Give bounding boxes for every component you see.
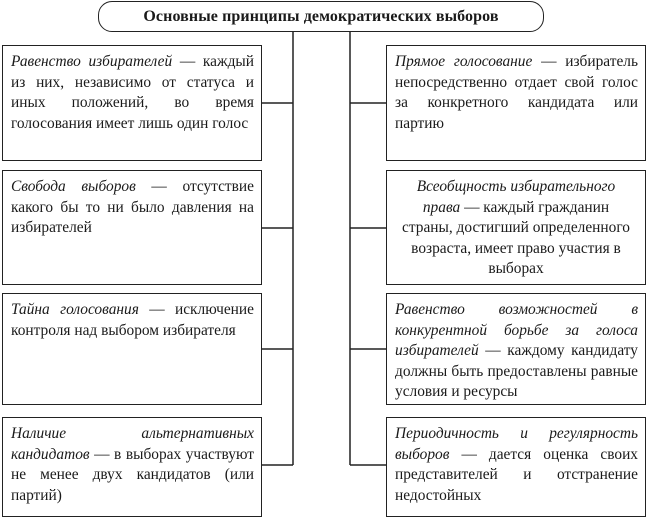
principle-description: — исключение контроля над выбором избира…: [11, 301, 254, 339]
principle-term: Равенство возможностей в конкурентной бо…: [395, 301, 638, 359]
principle-equality-of-voters: Равенство избирателей — каждый из них, н…: [2, 45, 262, 161]
principle-direct-voting: Прямое голосование — избиратель непосред…: [386, 45, 646, 161]
principle-description: — отсутствие какого бы то ни было давлен…: [11, 178, 254, 236]
principle-term: Прямое голосование: [395, 53, 533, 70]
principle-term: Свобода выборов: [11, 178, 136, 195]
diagram-title: Основные принципы демократических выборо…: [98, 1, 544, 32]
principle-equal-opportunities: Равенство возможностей в конкурентной бо…: [386, 293, 646, 405]
principle-alternative-candidates: Наличие альтернативных кандидатов — в вы…: [2, 417, 262, 517]
principle-term: Равенство избирателей: [11, 53, 173, 70]
principle-term: Всеобщность избирательного права: [416, 178, 616, 216]
principle-term: Наличие альтернативных кандидатов: [11, 425, 254, 463]
principle-description: — каждому кандидату должны быть предоста…: [395, 342, 638, 400]
principle-freedom-of-elections: Свобода выборов — отсутствие какого бы т…: [2, 170, 262, 285]
principle-periodicity: Периодичность и регулярность выборов — д…: [386, 417, 646, 517]
principle-secret-ballot: Тайна голосования — исключение контроля …: [2, 293, 262, 405]
principle-description: — каждый из них, независимо от статуса и…: [11, 53, 254, 132]
principle-description: — дается оценка своих представителей и о…: [395, 445, 638, 504]
principle-description: — в выборах участвуют не менее двух канд…: [11, 445, 254, 504]
principle-term: Периодичность и регулярность выборов: [395, 425, 638, 463]
principle-term: Тайна голосования: [11, 301, 139, 318]
principle-description: — каждый гражданин страны, достигший опр…: [402, 198, 630, 278]
principle-universal-suffrage: Всеобщность избирательного права — кажды…: [386, 170, 646, 285]
principle-description: — избиратель непосредственно отдает свой…: [395, 53, 638, 132]
